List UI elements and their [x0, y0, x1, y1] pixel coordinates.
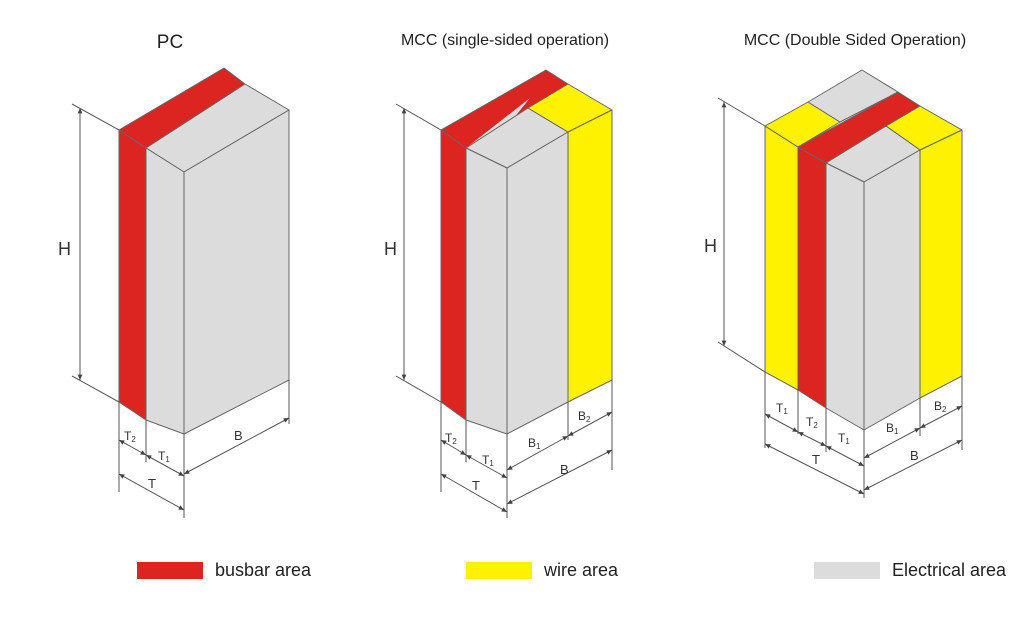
pc-h-label: H: [58, 239, 71, 259]
pc-b-label: B: [234, 428, 243, 443]
pc-t1-label: T1: [158, 449, 170, 464]
mcc-double-electrical-front: [825, 162, 865, 431]
legend-busbar: busbar area: [137, 560, 311, 581]
pc-electrical-front: [145, 147, 185, 435]
mcc-single-b1-label: B1: [528, 436, 541, 451]
legend-electrical: Electrical area: [814, 560, 1006, 581]
mcc-double-wire-front-side: [919, 129, 963, 399]
mcc-double-cabinet: [764, 69, 963, 431]
mcc-double-electrical-side: [863, 149, 921, 431]
wire-legend-label: wire area: [544, 560, 619, 580]
mcc-double-t-label: T: [812, 452, 820, 467]
mcc-double-b1-label: B1: [886, 421, 899, 436]
mcc-double-t1-label: T1: [776, 401, 788, 416]
mcc-double-h-label: H: [704, 236, 717, 256]
mcc-single-wire-side: [567, 109, 613, 403]
mcc-single-electrical-side: [506, 131, 569, 435]
mcc-double-t1b-label: T1: [838, 431, 850, 446]
mcc-single-b-label: B: [560, 462, 569, 477]
mcc-single-electrical-front: [465, 147, 508, 435]
mcc-single-dimension-lines: [395, 103, 613, 518]
pc-t-label: T: [148, 476, 156, 491]
mcc-double-t2-label: T2: [806, 415, 818, 430]
electrical-legend-label: Electrical area: [892, 560, 1007, 580]
mcc-single-t1-label: T1: [482, 453, 494, 468]
electrical-swatch: [814, 562, 880, 579]
mcc-double-b-label: B: [910, 448, 919, 463]
mcc-double-dimension-lines: [717, 97, 963, 498]
pc-cabinet: [118, 67, 290, 435]
mcc-double-b2-label: B2: [934, 399, 947, 414]
mcc-single-t2-label: T2: [445, 431, 457, 446]
mcc-single-title: MCC (single-sided operation): [400, 32, 610, 49]
pc-t2-label: T2: [124, 429, 136, 444]
busbar-swatch: [137, 562, 203, 579]
mcc-single-cabinet: [440, 69, 613, 435]
mcc-single-t-label: T: [472, 478, 480, 493]
mcc-single-b2-label: B2: [578, 409, 591, 424]
pc-busbar-front: [118, 129, 147, 421]
pc-title: PC: [156, 32, 184, 53]
mcc-double-busbar-front: [797, 146, 827, 409]
mcc-single-h-label: H: [384, 239, 397, 259]
mcc-double-title: MCC (Double Sided Operation): [743, 32, 967, 49]
legend-wire: wire area: [466, 560, 618, 581]
mcc-single-busbar-front: [440, 129, 467, 421]
mcc-double-wire-back-front: [764, 125, 799, 391]
busbar-legend-label: busbar area: [215, 560, 312, 580]
pc-dimension-lines: [71, 103, 290, 518]
wire-swatch: [466, 562, 532, 579]
